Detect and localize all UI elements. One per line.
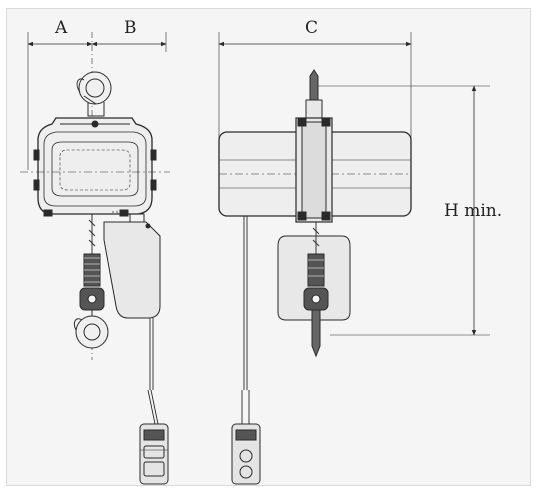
front-pendant-cable [147, 318, 159, 425]
bottom-hook [73, 310, 109, 349]
side-spring [307, 253, 325, 287]
top-hook [76, 71, 112, 117]
side-chain [312, 222, 320, 254]
front-pendant [139, 423, 169, 485]
side-top-hook [305, 69, 323, 119]
dimension-label-b: B [124, 18, 137, 38]
front-spring [83, 253, 101, 287]
front-chain [88, 214, 96, 254]
side-pendant [231, 423, 261, 485]
front-housing [20, 117, 170, 217]
dimension-label-h-min: H min. [444, 201, 503, 221]
side-hook-block [303, 287, 329, 311]
side-view [218, 69, 412, 485]
side-bottom-hook [311, 309, 321, 358]
side-motor-body [218, 117, 412, 223]
control-box [103, 211, 161, 319]
front-view [20, 71, 170, 485]
dimension-label-c: C [305, 18, 319, 38]
dimension-label-a: A [55, 18, 68, 38]
side-pendant-cable [241, 216, 250, 424]
front-hook-block [79, 287, 105, 311]
